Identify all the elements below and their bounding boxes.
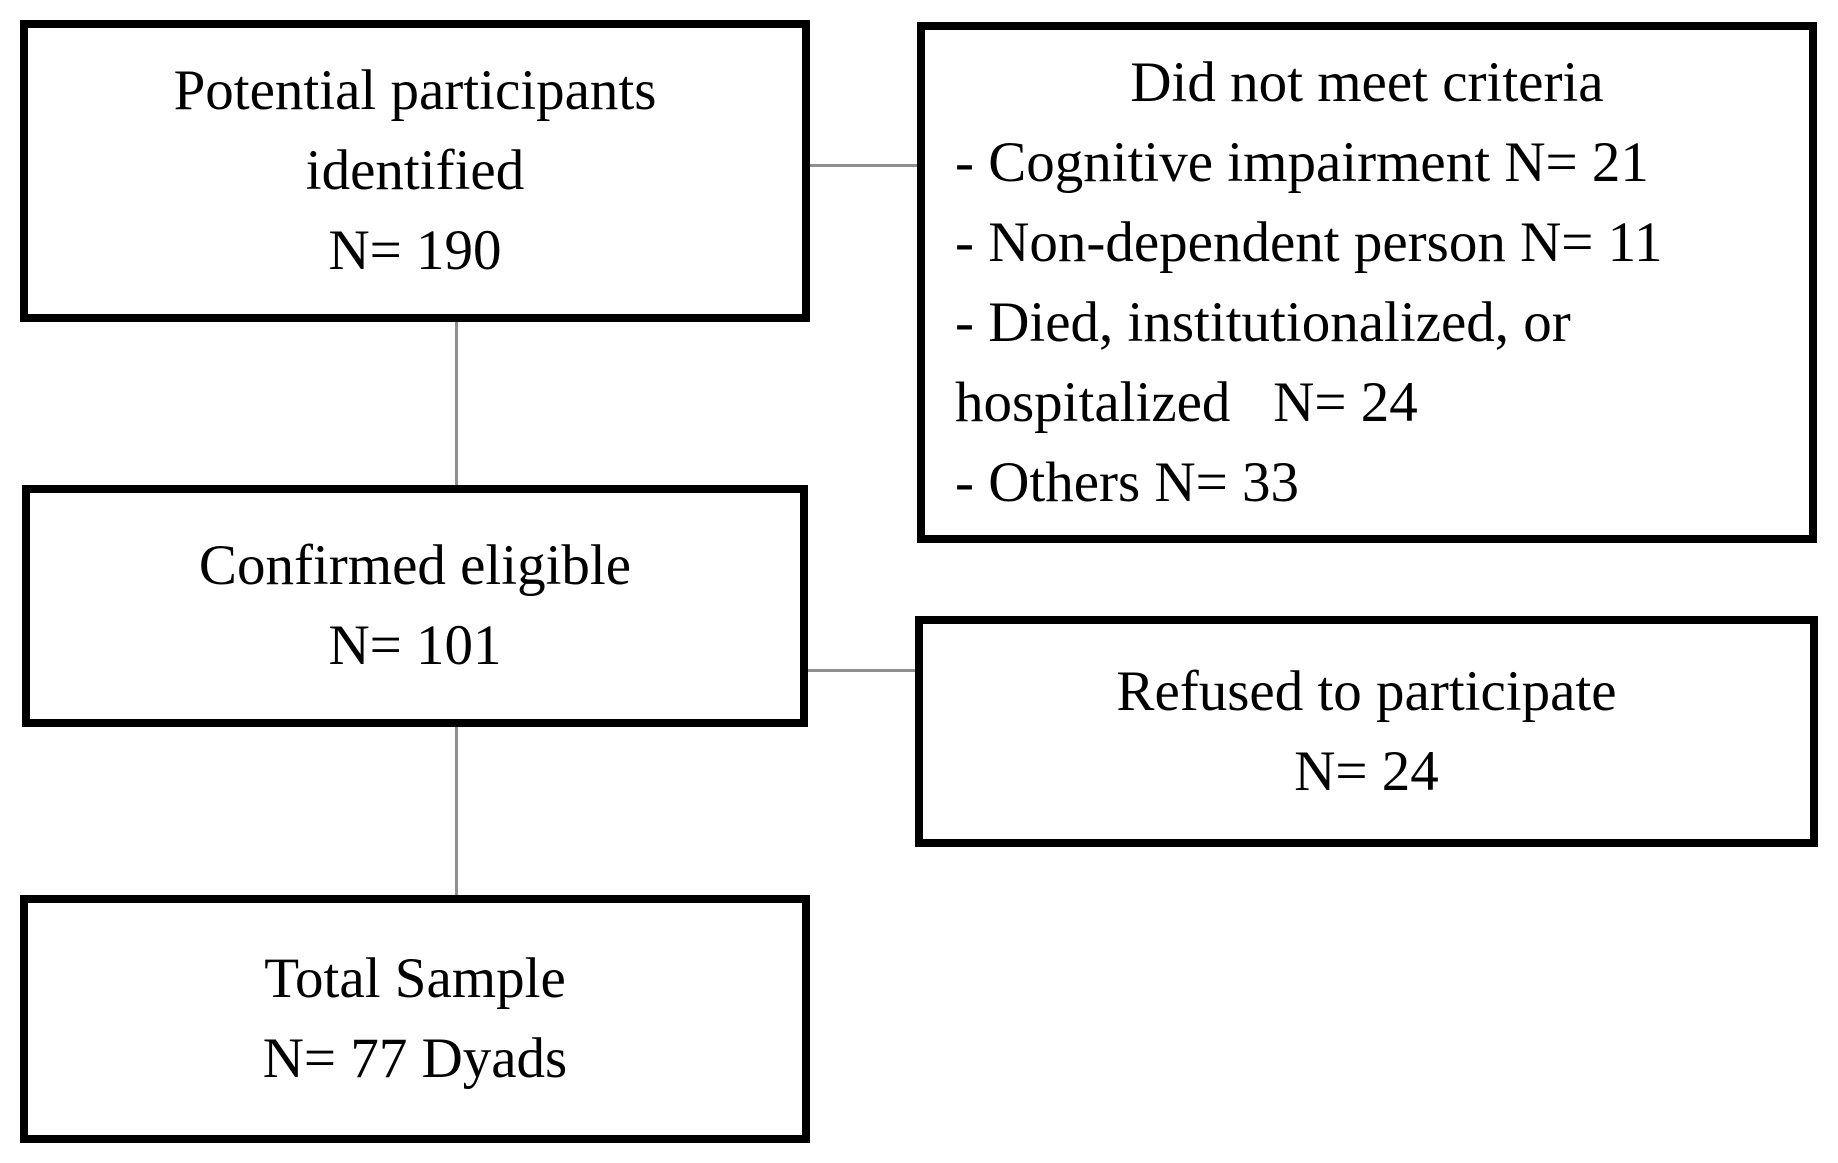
box-text-line: identified	[305, 139, 525, 202]
connector-eligible-to-total	[455, 725, 458, 897]
criteria-item-continuation: hospitalized N= 24	[955, 370, 1418, 434]
box-text-line: N= 77 Dyads	[262, 1027, 568, 1090]
box-text-line: N= 190	[328, 219, 502, 282]
box-text-line: Confirmed eligible	[198, 534, 632, 597]
connector-potential-to-eligible	[455, 320, 458, 488]
criteria-item: - Cognitive impairment N= 21	[955, 130, 1649, 194]
box-refused-to-participate: Refused to participate N= 24	[915, 616, 1818, 847]
connector-potential-to-criteria	[810, 164, 920, 167]
criteria-item: - Died, institutionalized, or	[955, 290, 1571, 354]
box-confirmed-eligible: Confirmed eligible N= 101	[22, 485, 808, 727]
box-text-line: N= 24	[1294, 739, 1439, 803]
box-text-line: Refused to participate	[1116, 659, 1617, 723]
box-text-line: Potential participants	[173, 59, 657, 122]
criteria-title: Did not meet criteria	[1130, 50, 1604, 114]
box-potential-participants: Potential participants identified N= 190	[20, 20, 810, 322]
box-text-line: Total Sample	[264, 947, 566, 1010]
box-text-line: N= 101	[328, 614, 502, 677]
connector-eligible-to-refused	[806, 669, 918, 672]
criteria-item: - Non-dependent person N= 11	[955, 210, 1663, 274]
criteria-item: - Others N= 33	[955, 450, 1300, 514]
box-total-sample: Total Sample N= 77 Dyads	[20, 895, 810, 1143]
box-did-not-meet-criteria: Did not meet criteria - Cognitive impair…	[917, 22, 1817, 543]
